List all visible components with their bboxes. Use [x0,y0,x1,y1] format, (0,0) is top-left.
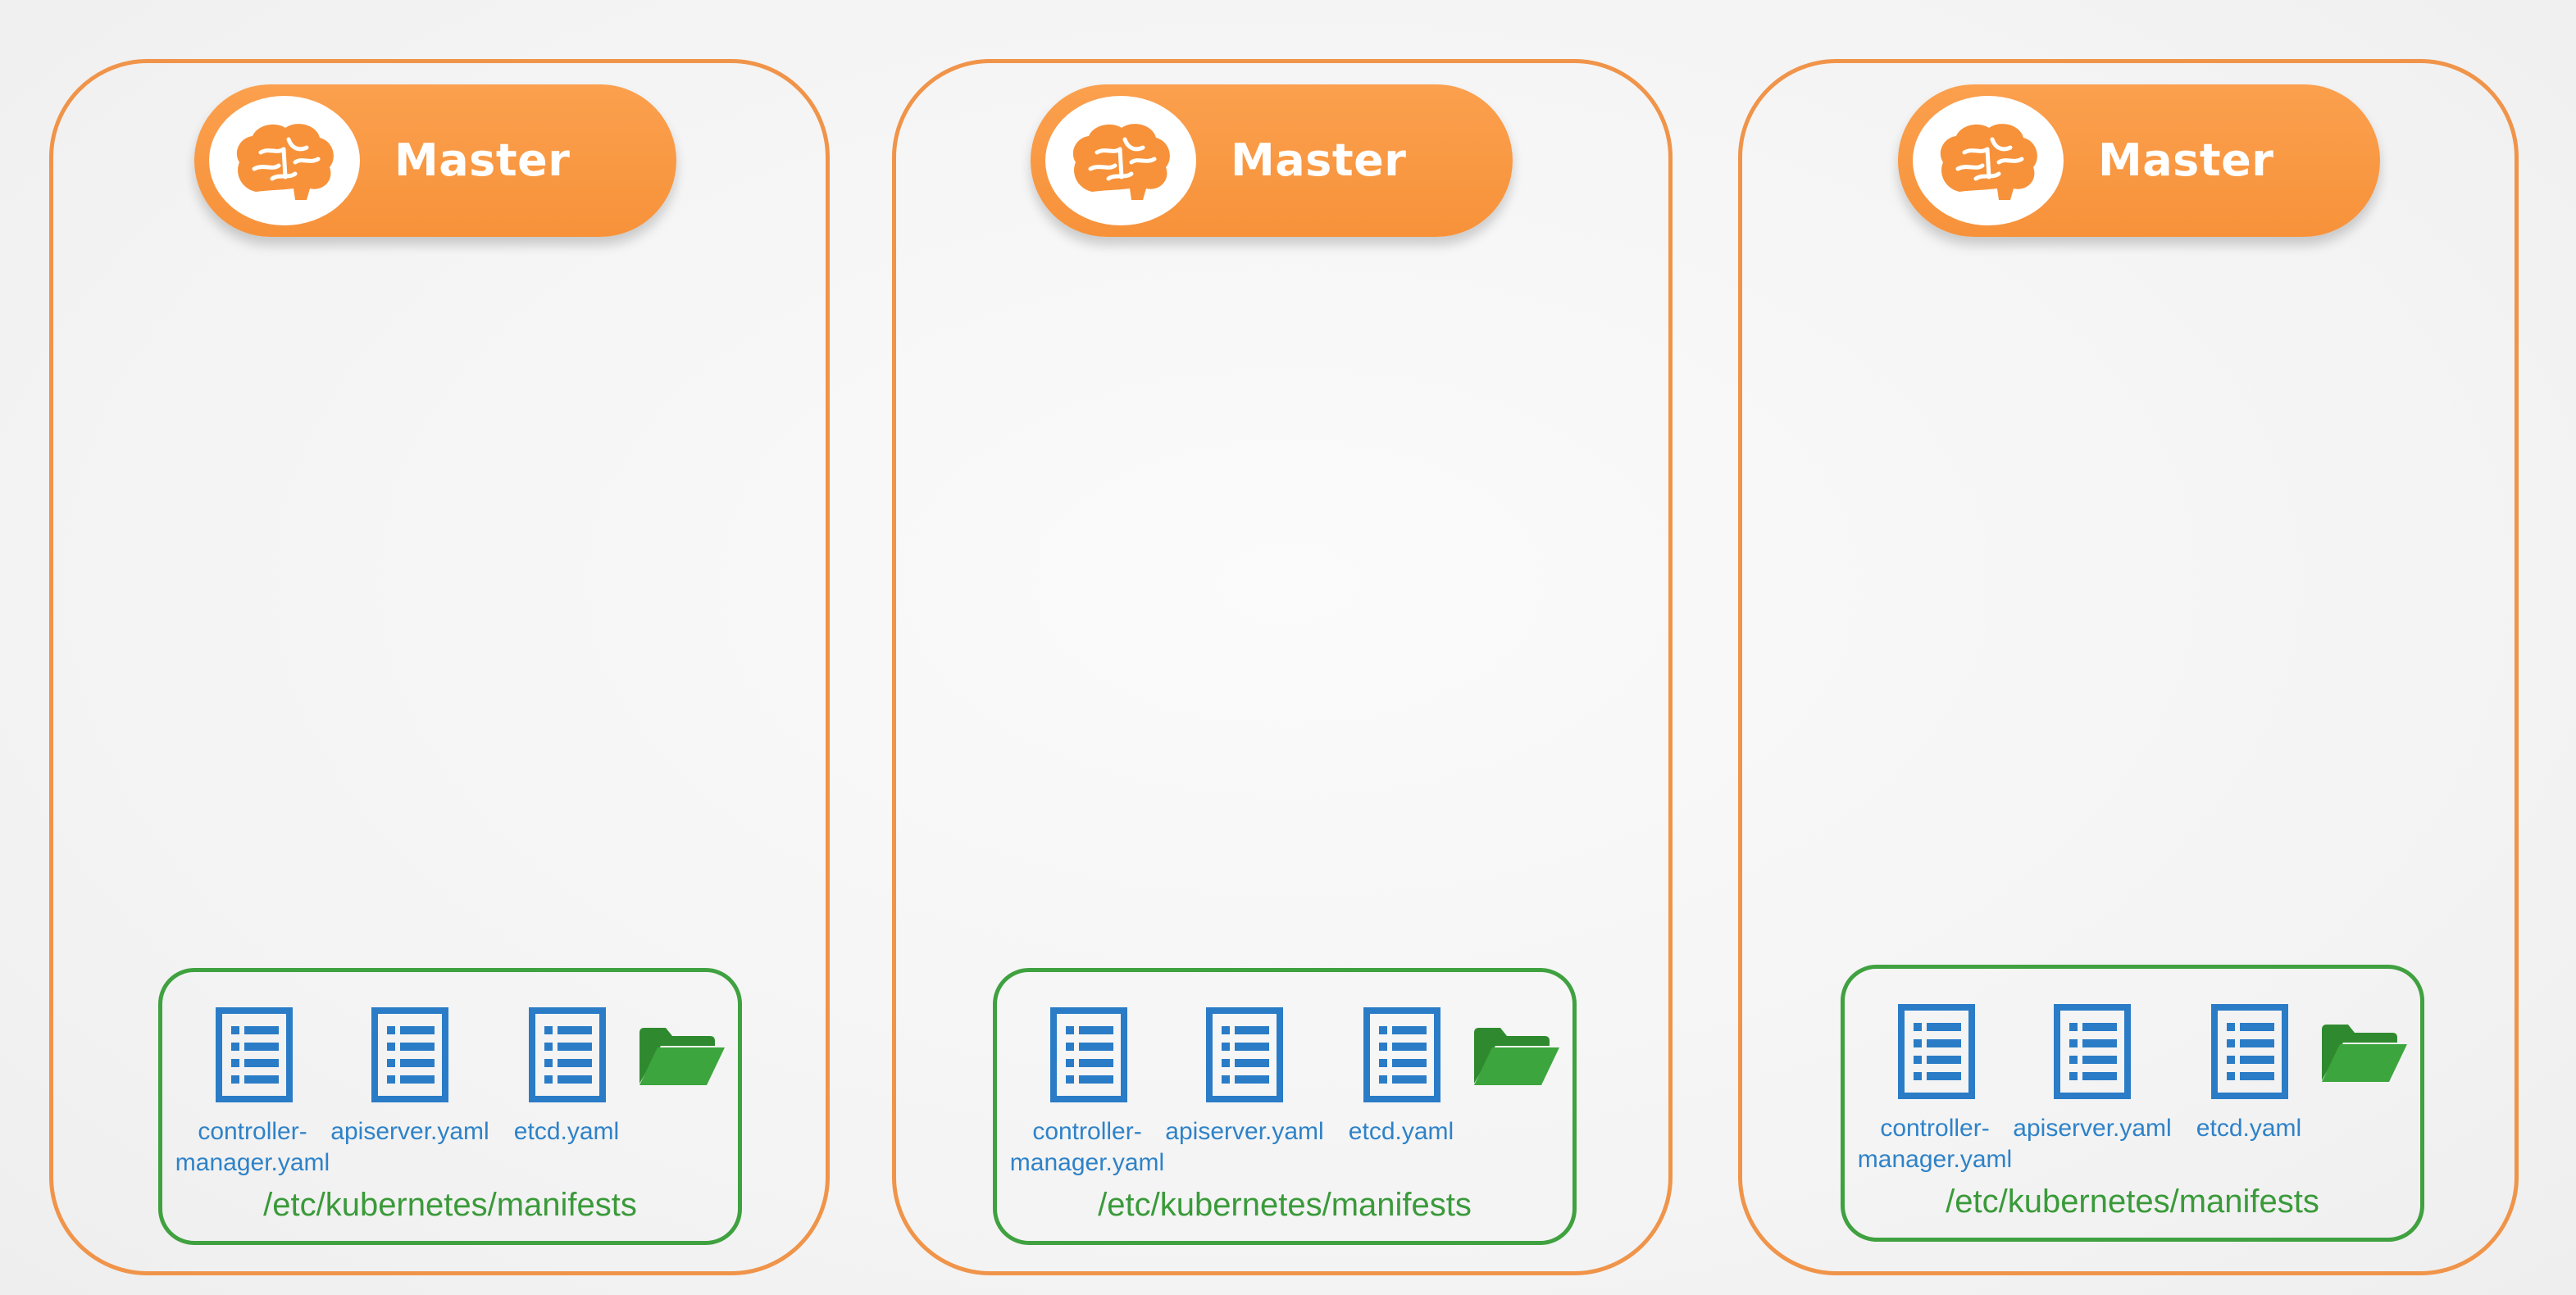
file-list-icon [1363,1006,1441,1103]
file-label-etcd: etcd.yaml [2196,1115,2302,1142]
file-list-icon [528,1006,607,1103]
master-badge: Master [194,84,676,237]
master-badge: Master [1898,84,2380,237]
manifests-path-label: /etc/kubernetes/manifests [1946,1184,2319,1220]
file-label-controller-manager: controller-manager.yaml [175,1118,330,1176]
file-list-icon [1897,1003,1976,1100]
manifests-folder-box: controller-manager.yaml apiserver.yaml e… [158,968,742,1245]
brain-icon [1045,96,1196,225]
file-label-apiserver: apiserver.yaml [330,1118,489,1145]
manifests-folder-box: controller-manager.yaml apiserver.yaml e… [1841,965,2424,1242]
folder-open-icon [1472,1026,1561,1090]
file-label-controller-manager: controller-manager.yaml [1857,1115,2013,1173]
master-label: Master [394,134,571,186]
file-list-icon [1049,1006,1128,1103]
file-label-apiserver: apiserver.yaml [2013,1115,2172,1142]
manifests-path-label: /etc/kubernetes/manifests [1098,1187,1472,1223]
master-label: Master [1231,134,1407,186]
master-node-2: Master controller-manager.yaml apiserver… [892,59,1673,1275]
file-label-apiserver: apiserver.yaml [1165,1118,1324,1145]
file-label-controller-manager: controller-manager.yaml [1009,1118,1165,1176]
file-list-icon [2053,1003,2132,1100]
manifests-path-label: /etc/kubernetes/manifests [263,1187,637,1223]
folder-open-icon [638,1026,726,1090]
folder-open-icon [2320,1023,2409,1087]
file-list-icon [215,1006,294,1103]
file-label-etcd: etcd.yaml [513,1118,620,1145]
master-badge: Master [1031,84,1513,237]
master-label: Master [2098,134,2274,186]
file-label-etcd: etcd.yaml [1348,1118,1454,1145]
master-node-1: Master controller-manager.yaml apiserver… [49,59,830,1275]
file-list-icon [371,1006,449,1103]
file-list-icon [2210,1003,2289,1100]
brain-icon [209,96,360,225]
brain-icon [1913,96,2064,225]
manifests-folder-box: controller-manager.yaml apiserver.yaml e… [993,968,1577,1245]
file-list-icon [1205,1006,1284,1103]
master-node-3: Master controller-manager.yaml apiserver… [1738,59,2519,1275]
